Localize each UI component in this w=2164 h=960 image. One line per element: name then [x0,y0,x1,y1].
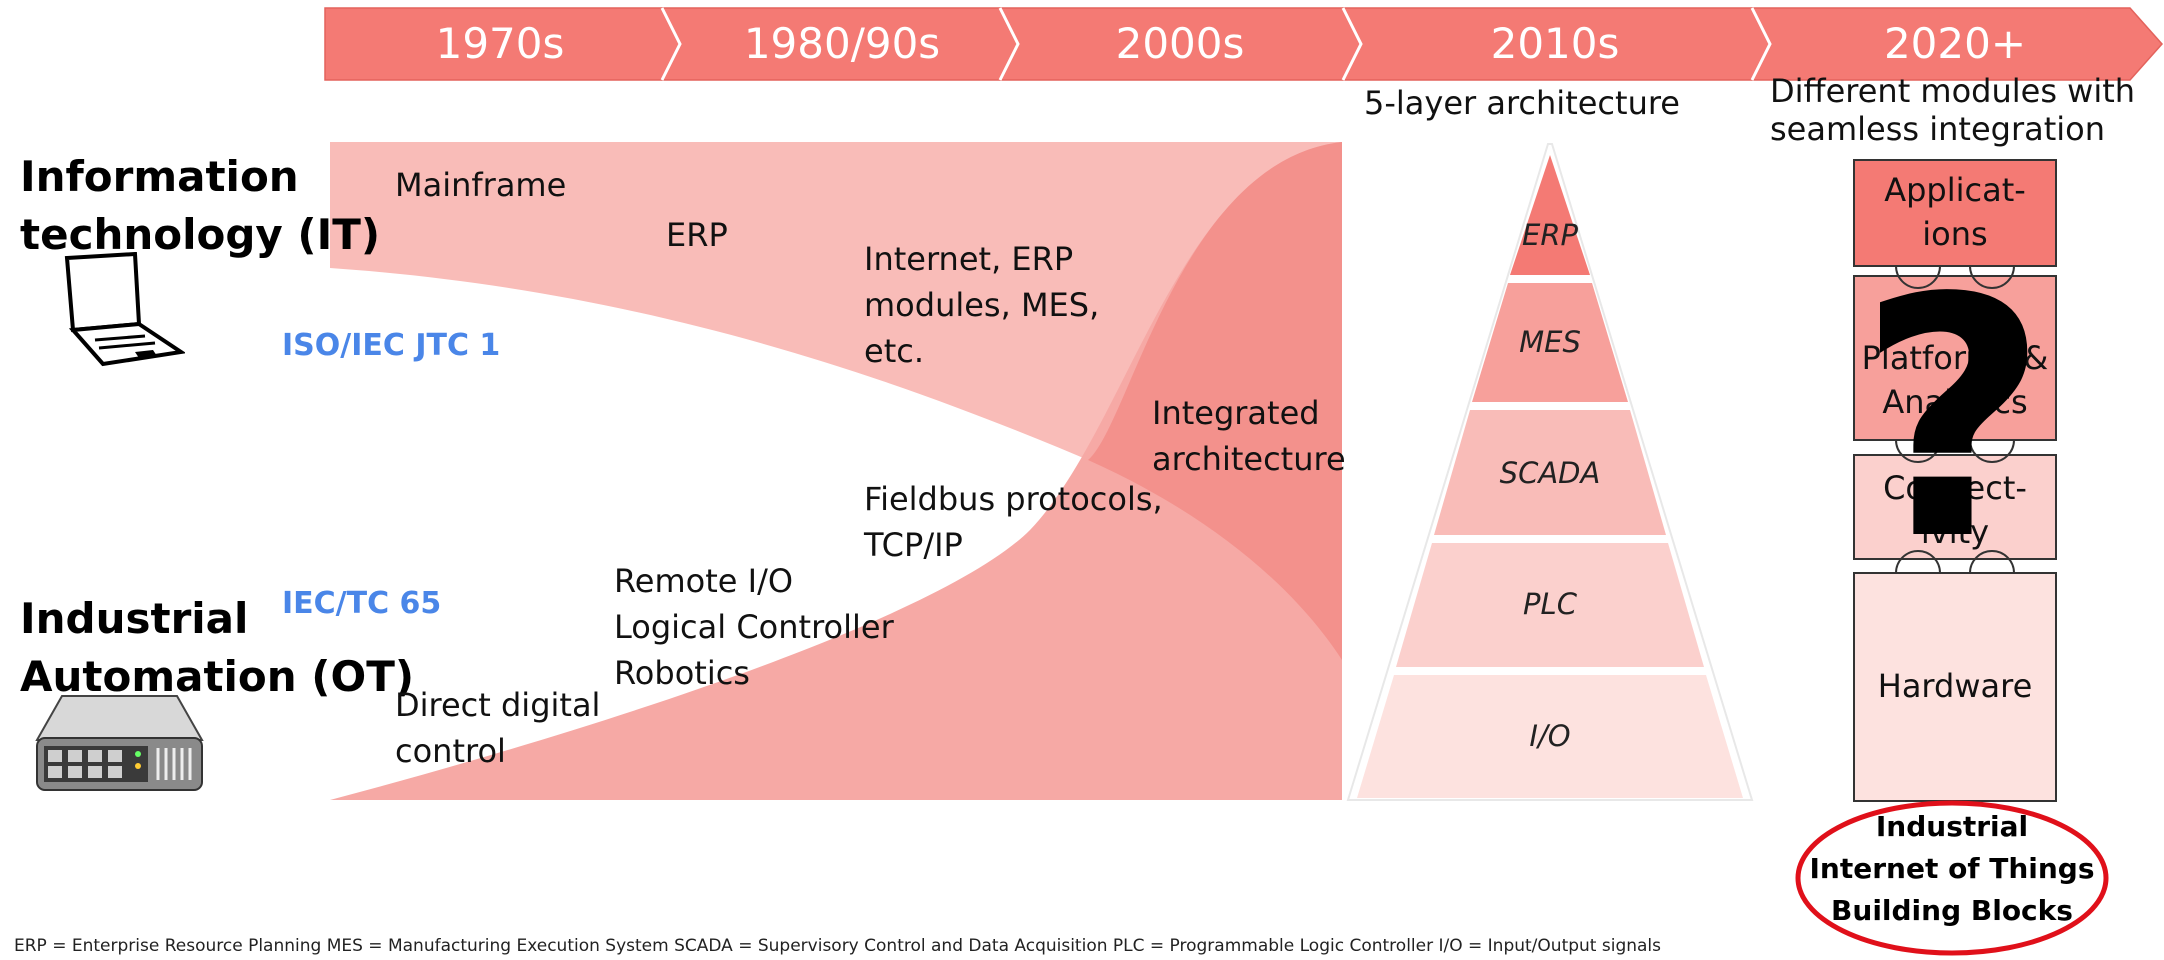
separator-4 [1750,7,1772,81]
fieldbus-label: Fieldbus protocols, TCP/IP [864,476,1163,568]
modules-title-line-2: seamless integration [1770,110,2106,148]
caption-line-1: Industrial [1875,810,2029,843]
block-applications-label: Applicat- ions [1854,168,2056,256]
pyramid-label-erp: ERP [1522,218,1578,252]
block-hardware-label: Hardware [1877,667,2033,705]
it-heading: Information technology (IT) [20,148,380,264]
era-label-1970s: 1970s [436,19,565,68]
cloud-line-2: Platforms & [1861,339,2049,377]
remote-label-line-3: Robotics [614,654,750,692]
ot-band [330,142,1342,800]
applications-line-1: Applicat- [1884,171,2026,209]
block-cloud-label: Cloud, Platforms & Analytics [1854,292,2056,424]
ddc-label-line-2: control [395,732,506,770]
question-mark-icon: ? [1857,228,2049,612]
block-connectivity [1853,454,2057,560]
cloud-line-1: Cloud, [1904,295,2006,333]
era-label-2020plus: 2020+ [1884,19,2026,68]
puzzle-connectors [1895,265,2015,574]
connectivity-line-1: Connect- [1883,469,2027,507]
connectivity-line-2: ivity [1920,513,1990,551]
separator-3 [1341,7,1363,81]
fieldbus-label-line-1: Fieldbus protocols, [864,480,1163,518]
modules-title-line-1: Different modules with [1770,72,2136,110]
internet-label: Internet, ERP modules, MES, etc. [864,236,1099,374]
remote-label-line-1: Remote I/O [614,562,794,600]
integrated-architecture-label: Integrated architecture [1152,390,1346,482]
fieldbus-label-line-2: TCP/IP [864,526,963,564]
separator-1 [660,7,682,81]
pyramid-layer-mes [1472,283,1628,402]
ot-heading-line-2: Automation (OT) [20,652,415,701]
ot-heading-line-1: Industrial [20,594,249,643]
it-standard-label: ISO/IEC JTC 1 [282,328,501,363]
timeline-background [324,7,2164,81]
it-heading-line-2: technology (IT) [20,210,381,259]
cloud-line-3: Analytics [1882,383,2028,421]
internet-label-line-1: Internet, ERP [864,240,1074,278]
integrated-label-line-1: Integrated [1152,394,1320,432]
block-applications [1853,159,2057,267]
pyramid-label-io: I/O [1529,719,1570,753]
separator-2 [998,7,1020,81]
block-hardware [1853,572,2057,802]
ddc-label-line-1: Direct digital [395,686,601,724]
ot-heading: Industrial Automation (OT) [20,590,414,706]
era-label-1980s: 1980/90s [744,19,940,68]
applications-line-2: ions [1922,215,1988,253]
direct-digital-control-label: Direct digital control [395,682,600,774]
iiot-caption: Industrial Internet of Things Building B… [1800,806,2104,932]
pyramid-label-mes: MES [1519,325,1581,359]
erp-label: ERP [666,216,728,254]
pyramid-label-scada: SCADA [1500,456,1601,490]
modules-title: Different modules with seamless integrat… [1770,72,2135,148]
internet-label-line-2: modules, MES, [864,286,1100,324]
caption-line-3: Building Blocks [1831,894,2073,927]
pyramid-label-plc: PLC [1523,587,1578,621]
timeline-bar: 1970s 1980/90s 2000s 2010s 2020+ [324,7,2164,81]
era-label-2000s: 2000s [1116,19,1245,68]
caption-line-2: Internet of Things [1809,852,2095,885]
abbreviations-footer: ERP = Enterprise Resource Planning MES =… [14,936,1662,956]
caption-circle [1795,800,2109,956]
timeline-separators [660,7,1772,81]
remote-io-label: Remote I/O Logical Controller Robotics [614,558,894,696]
block-cloud [1853,275,2057,441]
internet-label-line-3: etc. [864,332,924,370]
ot-standard-label: IEC/TC 65 [282,586,442,621]
it-band [330,142,1342,660]
pyramid-layer-scada [1434,410,1666,535]
laptop-icon [64,252,185,367]
convergence-diagram [330,142,1342,800]
building-blocks [1853,159,2057,802]
pyramid-layer-plc [1396,543,1704,667]
pyramid: ERP MES SCADA PLC I/O [1346,143,1754,801]
mainframe-label: Mainframe [395,166,567,204]
pyramid-title: 5-layer architecture [1364,84,1680,122]
block-connectivity-label: Connect- ivity [1854,466,2056,554]
overlap-region [1088,142,1342,660]
network-switch-icon [35,695,204,791]
integrated-label-line-2: architecture [1152,440,1346,478]
remote-label-line-2: Logical Controller [614,608,894,646]
pyramid-layer-io [1357,675,1743,798]
it-heading-line-1: Information [20,152,299,201]
pyramid-layer-erp [1510,155,1590,275]
era-label-2010s: 2010s [1491,19,1620,68]
